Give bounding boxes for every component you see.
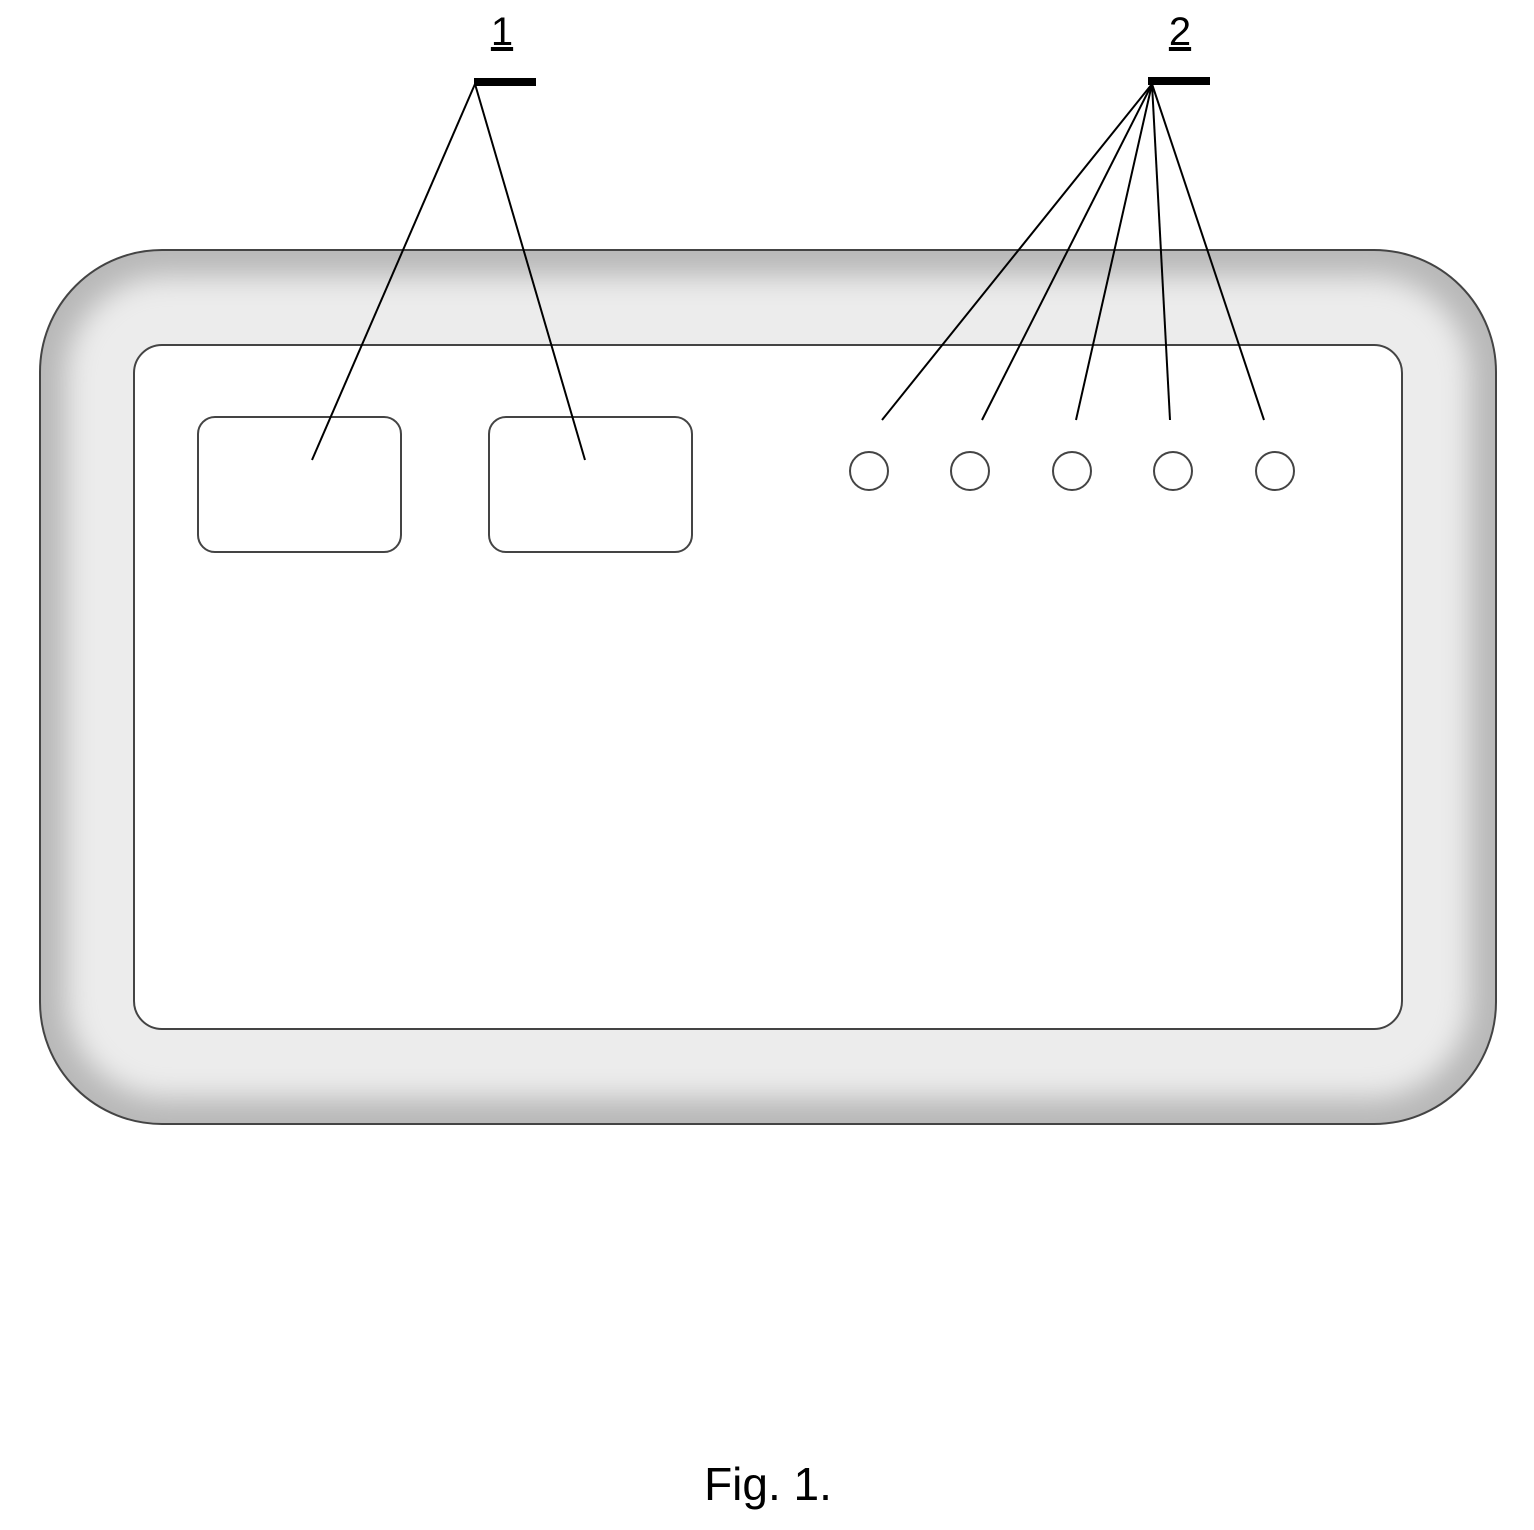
leader-line [1075, 83, 1153, 421]
device-screen [133, 344, 1403, 1030]
reference-2-callout: 2 [881, 10, 1265, 421]
leader-line [474, 83, 586, 461]
display-window-2 [488, 416, 693, 553]
leader-line [311, 83, 476, 461]
indicator-light-2 [950, 451, 990, 491]
leader-line [1151, 83, 1265, 421]
reference-bar-2 [1148, 77, 1210, 85]
indicator-light-5 [1255, 451, 1295, 491]
reference-label-2: 2 [1169, 10, 1191, 54]
reference-bar-1 [474, 78, 536, 86]
indicator-light-3 [1052, 451, 1092, 491]
indicator-light-1 [849, 451, 889, 491]
figure-caption: Fig. 1. [704, 1458, 832, 1510]
leader-line [881, 83, 1153, 421]
indicator-light-4 [1153, 451, 1193, 491]
leader-line [981, 83, 1153, 421]
reference-label-1: 1 [491, 10, 513, 54]
display-window-1 [197, 416, 402, 553]
leader-line [1151, 83, 1171, 421]
reference-1-callout: 1 [311, 10, 586, 461]
